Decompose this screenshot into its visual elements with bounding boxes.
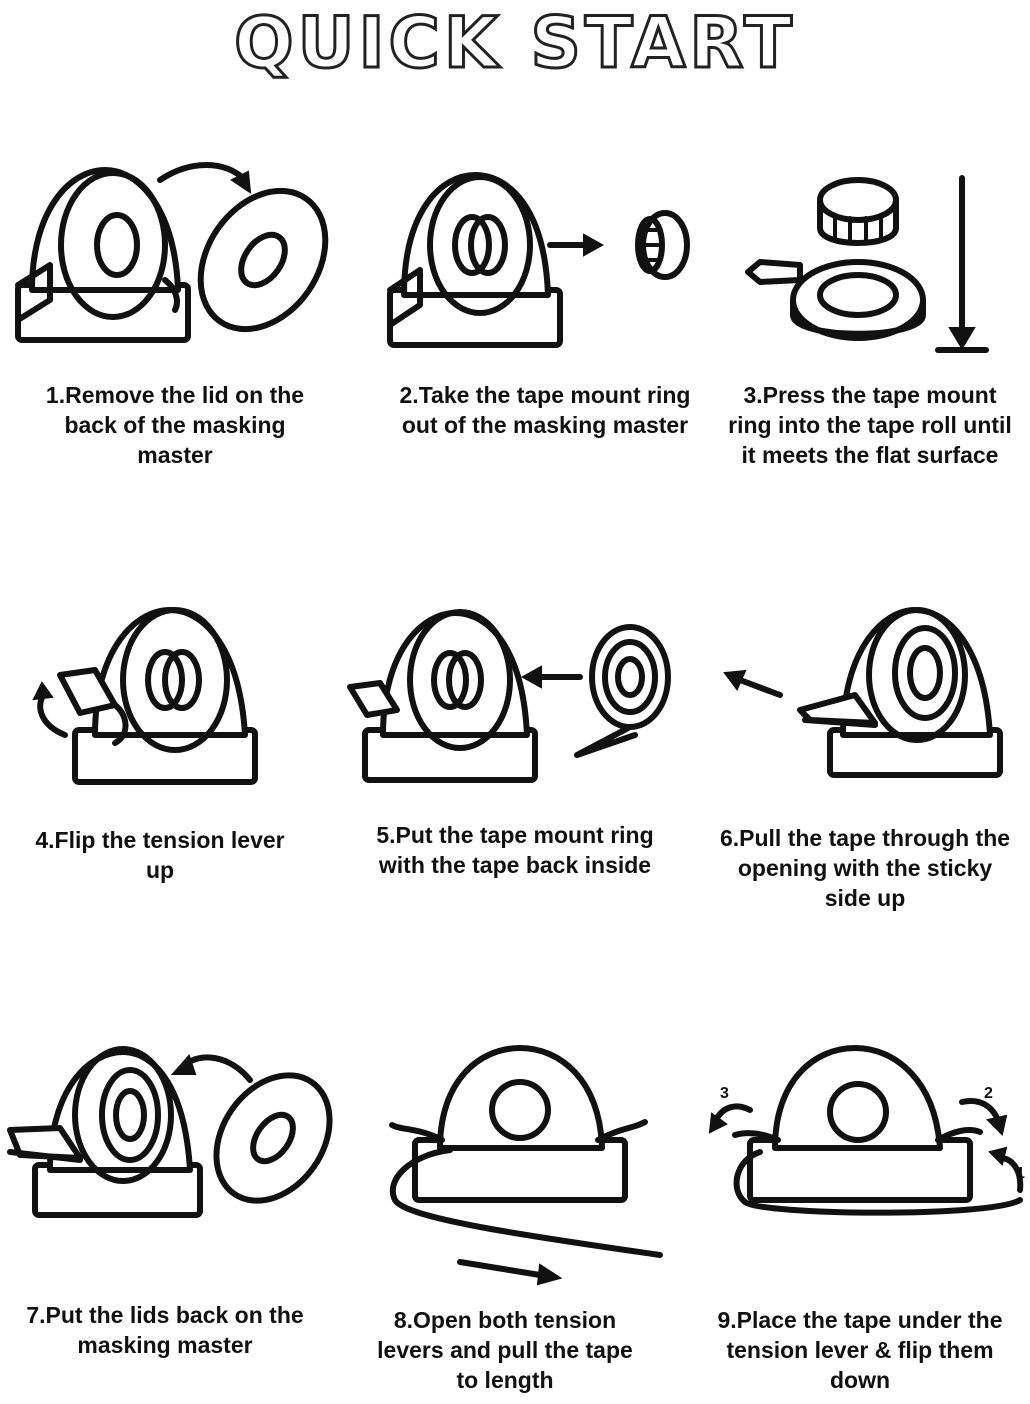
step-7-caption: 7.Put the lids back on the masking maste… bbox=[26, 1302, 304, 1358]
step-1-caption: 1.Remove the lid on the back of the mask… bbox=[45, 382, 305, 468]
step-1-illustration bbox=[15, 162, 329, 343]
step-8-illustration bbox=[389, 1045, 663, 1286]
step-4-caption: 4.Flip the tension lever up bbox=[35, 827, 285, 883]
step-5: 5.Put the tape mount ring with the tape … bbox=[345, 595, 690, 878]
page-title: QUICK START bbox=[233, 2, 796, 84]
step-9-marker-2: 2 bbox=[984, 1085, 993, 1102]
step-9-caption: 9.Place the tape under the tension lever… bbox=[717, 1307, 1003, 1393]
step-4-illustration bbox=[32, 607, 258, 785]
step-9-illustration: 3 2 1 bbox=[708, 1045, 1025, 1216]
step-8: 8.Open both tension levers and pull the … bbox=[370, 1040, 670, 1393]
step-9-marker-3: 3 bbox=[720, 1085, 729, 1102]
step-4: 4.Flip the tension lever up bbox=[20, 595, 320, 883]
step-7: 7.Put the lids back on the masking maste… bbox=[5, 1040, 335, 1358]
step-3: 3.Press the tape mount ring into the tap… bbox=[720, 150, 1030, 468]
step-3-caption: 3.Press the tape mount ring into the tap… bbox=[728, 382, 1012, 468]
step-2: 2.Take the tape mount ring out of the ma… bbox=[380, 150, 710, 438]
step-2-illustration bbox=[387, 172, 690, 348]
step-2-caption: 2.Take the tape mount ring out of the ma… bbox=[399, 382, 691, 438]
step-1: 1.Remove the lid on the back of the mask… bbox=[10, 150, 340, 468]
step-5-caption: 5.Put the tape mount ring with the tape … bbox=[376, 822, 654, 878]
step-6-illustration bbox=[723, 607, 1003, 778]
step-3-illustration bbox=[745, 175, 989, 353]
step-5-illustration bbox=[347, 609, 671, 783]
step-8-caption: 8.Open both tension levers and pull the … bbox=[377, 1307, 633, 1393]
step-9: 3 2 1 9.Place the tape under the tension… bbox=[700, 1040, 1030, 1393]
step-6: 6.Pull the tape through the opening with… bbox=[715, 595, 1015, 911]
step-9-marker-1: 1 bbox=[1016, 1165, 1025, 1182]
step-7-illustration bbox=[7, 1046, 333, 1218]
page-title-banner: QUICK START bbox=[0, 2, 1030, 84]
step-6-caption: 6.Pull the tape through the opening with… bbox=[719, 825, 1011, 911]
